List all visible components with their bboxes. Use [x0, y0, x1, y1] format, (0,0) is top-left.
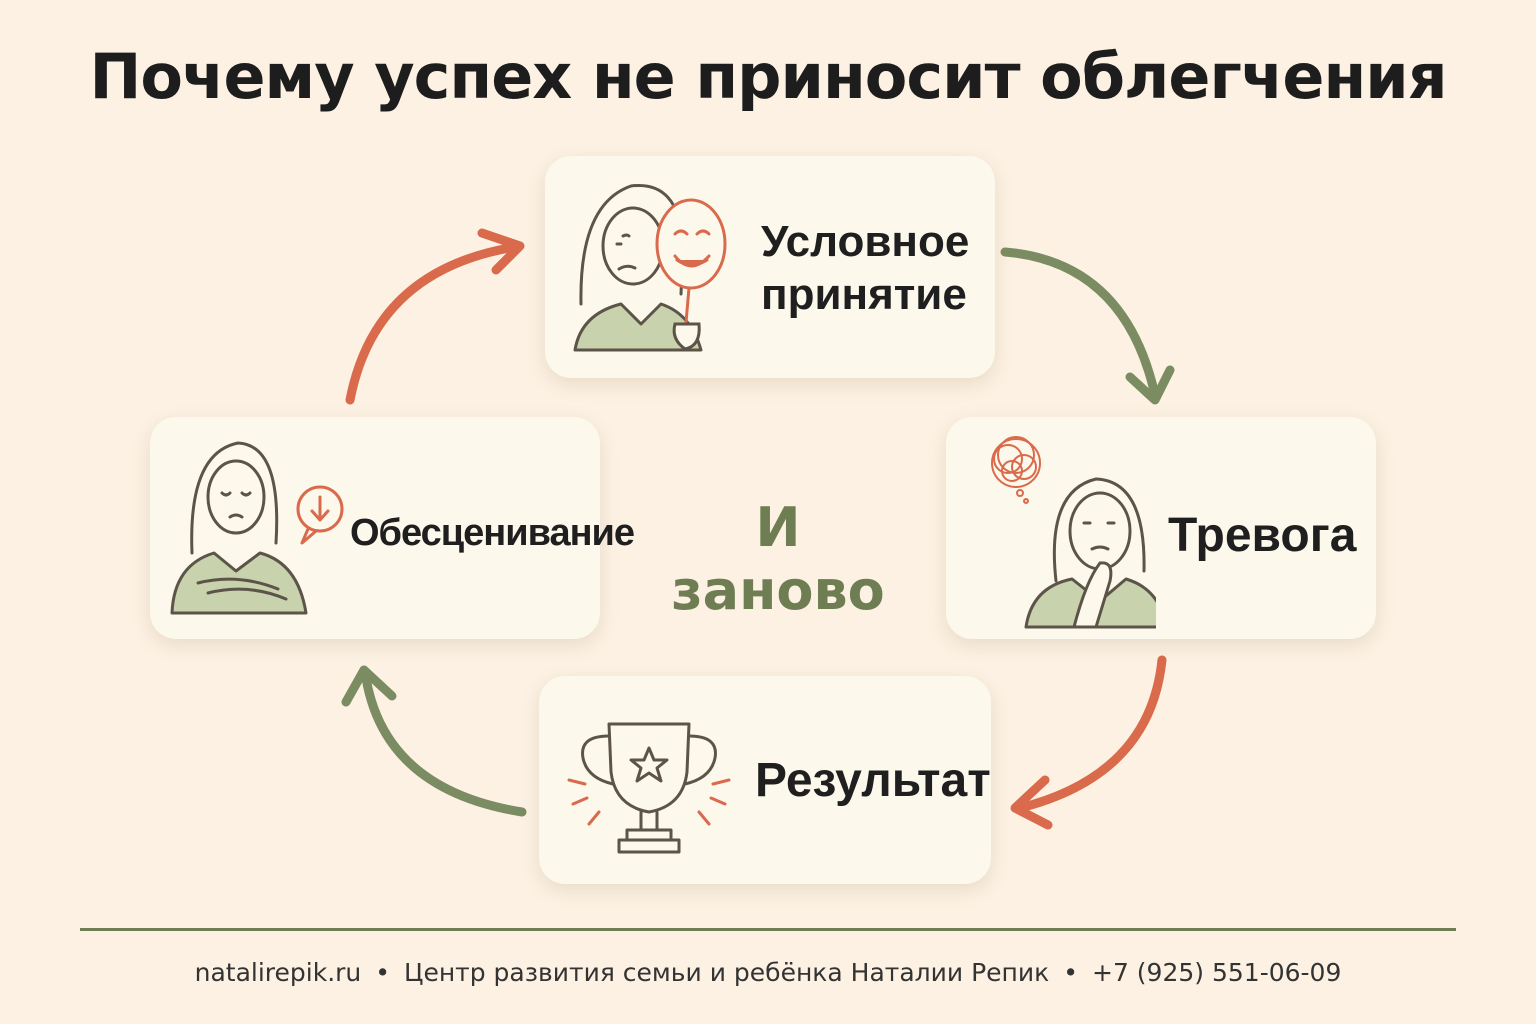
step-card-conditional-acceptance: Условное принятие: [545, 156, 995, 378]
arrow-acceptance-to-anxiety: [1000, 247, 1175, 405]
footer-separator: •: [1063, 958, 1078, 987]
footer-organization: Центр развития семьи и ребёнка Наталии Р…: [404, 958, 1050, 987]
footer-separator: •: [375, 958, 391, 987]
step-label: Условное принятие: [761, 216, 969, 322]
anxious-woman-tangled-thoughts-icon: [991, 436, 1156, 629]
step-label-line: Результат: [755, 754, 991, 807]
step-card-result: Результат: [539, 676, 991, 884]
step-label-line: Обесценивание: [350, 512, 635, 554]
footer-divider: [80, 928, 1456, 931]
cycle-center-label: И заново: [671, 496, 885, 622]
arrow-devaluation-to-acceptance: [345, 228, 525, 405]
arrow-anxiety-to-result: [1010, 655, 1167, 830]
trophy-with-star-icon: [567, 722, 731, 854]
step-card-devaluation: Обесценивание: [150, 417, 635, 639]
step-label: Тревога: [1168, 507, 1356, 565]
arrow-result-to-devaluation: [341, 665, 527, 817]
woman-holding-smiling-mask-icon: [573, 183, 727, 352]
page-title: Почему успех не приносит облегчения: [89, 40, 1447, 113]
sad-woman-down-arrow-bubble-icon: [170, 441, 344, 615]
step-label: Результат: [755, 752, 991, 810]
step-label-line: принятие: [761, 269, 967, 319]
footer-phone: +7 (925) 551-06-09: [1092, 958, 1342, 987]
footer-website: natalirepik.ru: [194, 958, 362, 987]
step-card-anxiety: Тревога: [946, 417, 1376, 639]
step-label-line: Тревога: [1168, 509, 1357, 562]
step-label-line: Условное: [761, 217, 970, 266]
footer: natalirepik.ru • Центр развития семьи и ре…: [0, 958, 1536, 987]
step-label: Обесценивание: [350, 511, 635, 557]
